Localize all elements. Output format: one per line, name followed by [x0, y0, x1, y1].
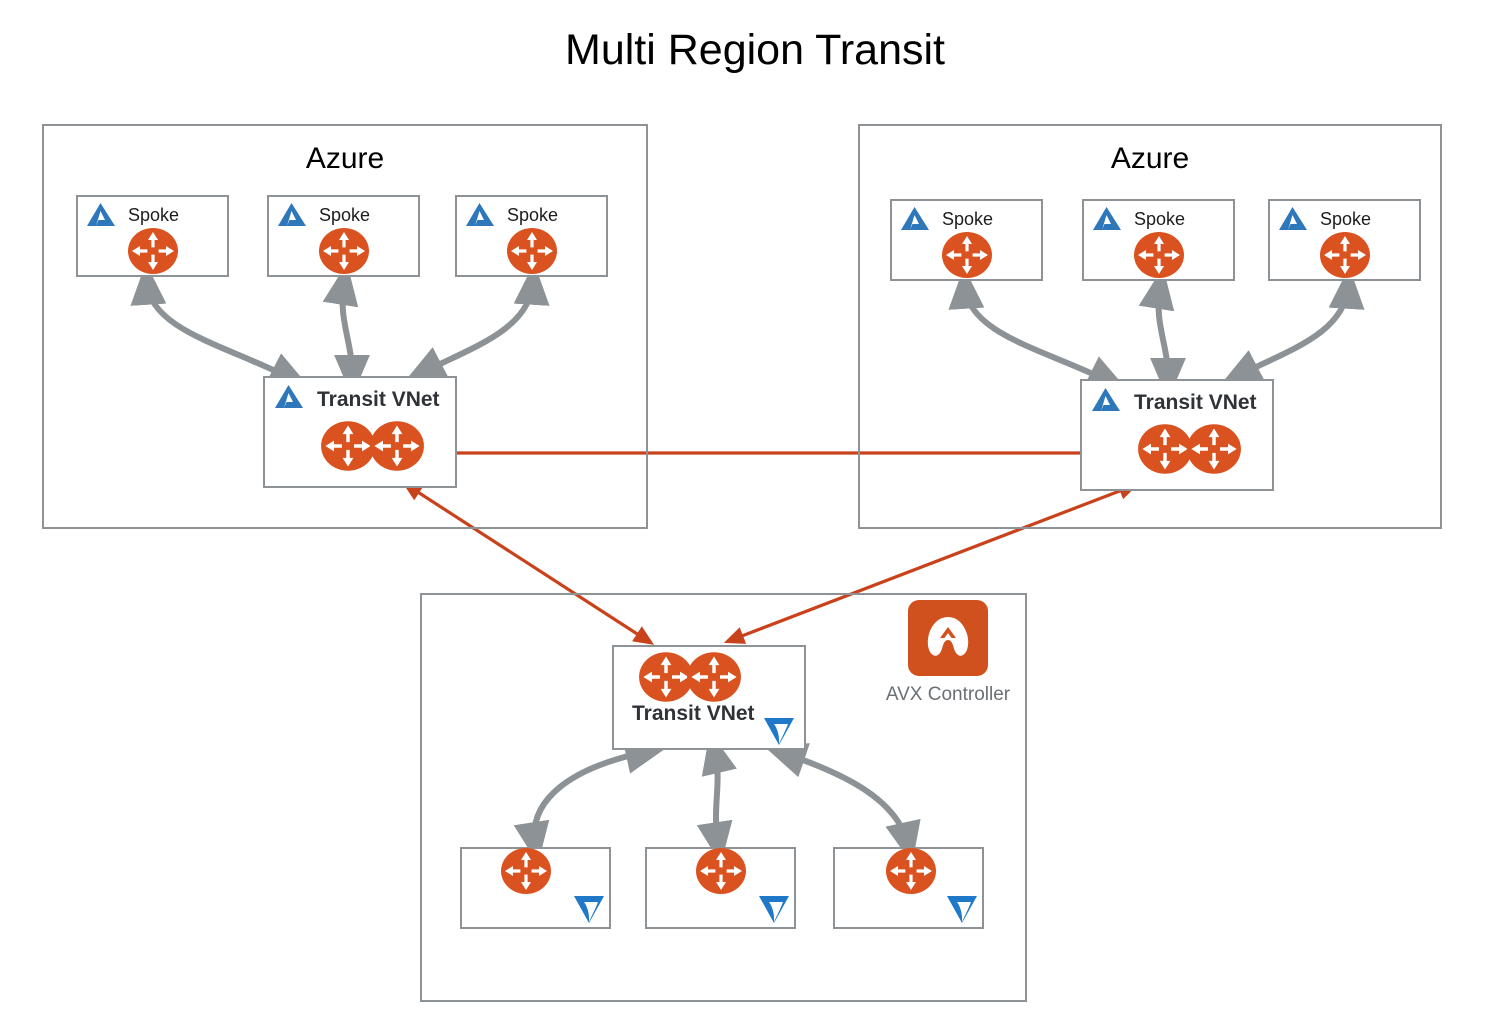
transit-vnet-label-right: Transit VNet [1134, 391, 1257, 414]
router-icon [942, 232, 992, 278]
aviatrix-controller-label: AVX Controller [885, 684, 1011, 705]
router-icon [1134, 232, 1184, 278]
region-title-azure-left: Azure [305, 142, 385, 175]
aviatrix-v-logo-icon [947, 896, 977, 923]
spoke-box-right-1[interactable]: Spoke [890, 199, 1043, 281]
spoke-box-bottom-3[interactable] [833, 847, 984, 929]
spoke-box-right-2[interactable]: Spoke [1082, 199, 1235, 281]
spoke-box-left-1[interactable]: Spoke [76, 195, 229, 277]
transit-vnet-label-left: Transit VNet [317, 388, 440, 411]
aviatrix-controller-icon[interactable] [908, 600, 988, 676]
spoke-label-right-1: Spoke [942, 209, 994, 229]
region-title-azure-right: Azure [1110, 142, 1190, 175]
spoke-label-left-1: Spoke [128, 205, 180, 225]
azure-logo-icon [1092, 388, 1120, 411]
azure-logo-icon [1093, 207, 1121, 230]
router-icon [501, 848, 551, 894]
spoke-box-right-3[interactable]: Spoke [1268, 199, 1421, 281]
region-azure-left[interactable]: Azure [42, 124, 648, 529]
azure-logo-icon [87, 203, 115, 226]
router-icon [319, 228, 369, 274]
router-icon [639, 652, 693, 702]
spoke-box-left-2[interactable]: Spoke [267, 195, 420, 277]
router-icon [128, 228, 178, 274]
aviatrix-v-logo-icon [764, 718, 794, 745]
azure-logo-icon [1279, 207, 1307, 230]
transit-vnet-box-right[interactable]: Transit VNet [1080, 379, 1274, 491]
azure-logo-icon [901, 207, 929, 230]
azure-logo-icon [275, 385, 303, 408]
router-icon [687, 652, 741, 702]
router-icon [1320, 232, 1370, 278]
aviatrix-v-logo-icon [574, 896, 604, 923]
spoke-box-bottom-1[interactable] [460, 847, 611, 929]
router-icon [696, 848, 746, 894]
azure-logo-icon [466, 203, 494, 226]
router-icon [1138, 424, 1192, 474]
spoke-box-bottom-2[interactable] [645, 847, 796, 929]
router-icon [886, 848, 936, 894]
aviatrix-v-logo-icon [759, 896, 789, 923]
spoke-label-right-2: Spoke [1134, 209, 1186, 229]
router-icon [507, 228, 557, 274]
azure-logo-icon [278, 203, 306, 226]
spoke-label-right-3: Spoke [1320, 209, 1372, 229]
router-icon [321, 421, 375, 471]
router-icon [370, 421, 424, 471]
spoke-box-left-3[interactable]: Spoke [455, 195, 608, 277]
transit-vnet-box-bottom[interactable]: Transit VNet [612, 645, 806, 750]
router-icon [1187, 424, 1241, 474]
spoke-label-left-3: Spoke [507, 205, 559, 225]
transit-vnet-label-bottom: Transit VNet [632, 702, 755, 725]
region-azure-right[interactable]: Azure [858, 124, 1442, 529]
transit-vnet-box-left[interactable]: Transit VNet [263, 376, 457, 488]
spoke-label-left-2: Spoke [319, 205, 371, 225]
page-title: Multi Region Transit [565, 26, 945, 74]
region-aviatrix-bottom[interactable] [420, 593, 1027, 1002]
